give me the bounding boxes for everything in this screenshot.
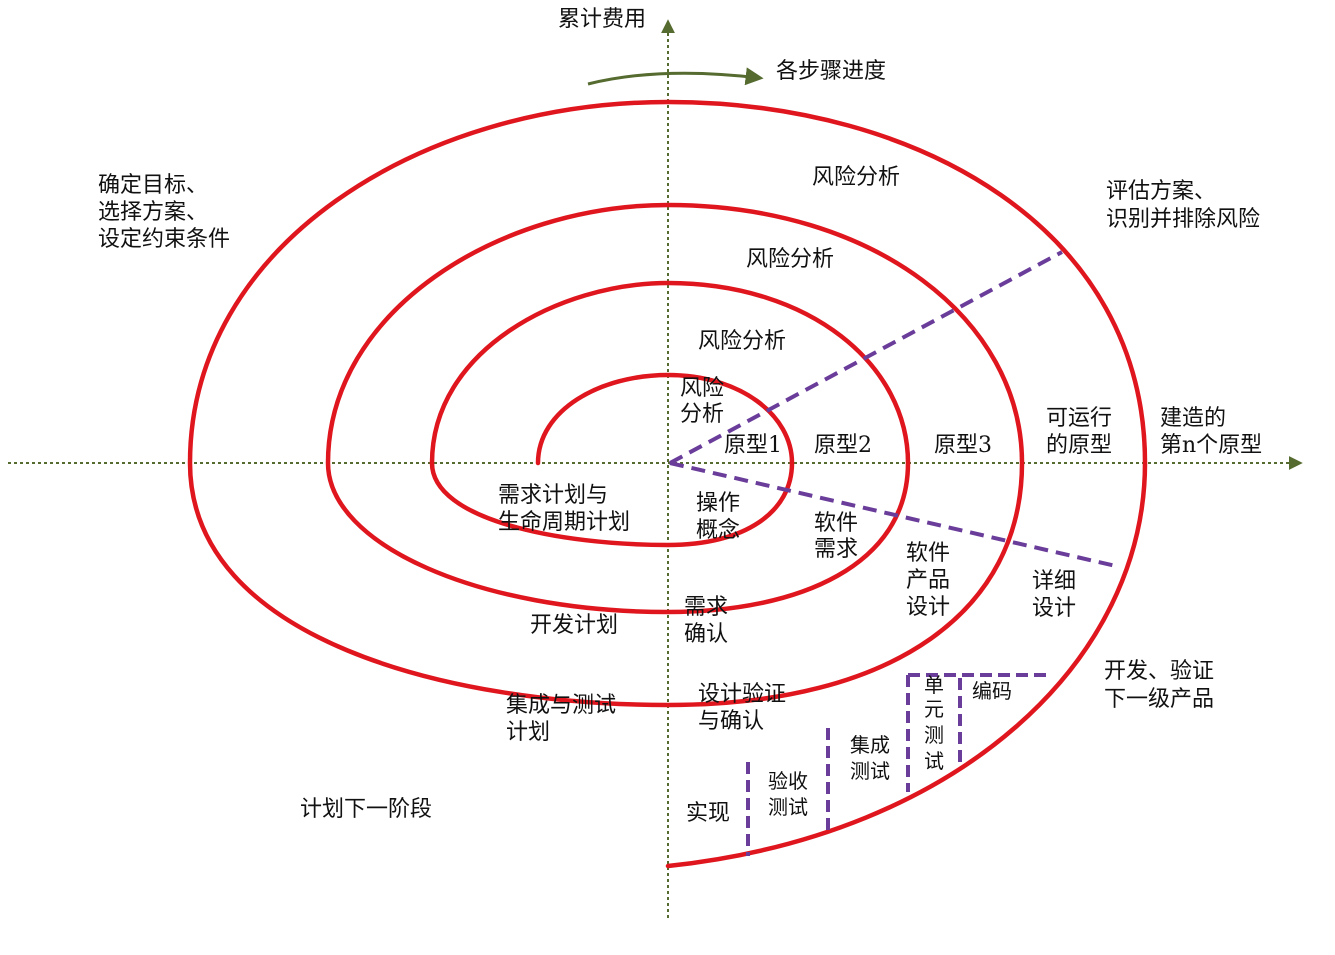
req-validation-line1: 需求 [684,595,728,620]
implementation-label: 实现 [686,801,730,826]
product-design-line2: 产品 [906,568,950,593]
spiral-curve [187,99,1148,869]
integration-plan-line1: 集成与测试 [506,693,616,718]
prototype-3: 原型3 [934,433,992,458]
dashed-line-upper [669,250,1063,465]
req-plan-line2: 生命周期计划 [498,510,630,535]
req-plan-line1: 需求计划与 [498,483,608,508]
coding-label: 编码 [972,679,1012,703]
dashed-line-lower [669,461,1121,569]
unit-test-char3: 测 [924,723,944,747]
quadrant-top-right-line2: 识别并排除风险 [1106,207,1260,232]
detailed-design-line2: 设计 [1032,596,1076,621]
quadrant-top-right-line1: 评估方案、 [1106,179,1216,204]
design-validation-line1: 设计验证 [698,682,786,707]
quadrant-top-left-line3: 设定约束条件 [98,227,230,252]
risk-analysis-innermost-line2: 分析 [680,402,724,427]
quadrant-bottom-right-line1: 开发、验证 [1104,659,1214,684]
concept-line1: 操作 [696,491,740,516]
integration-test-line1: 集成 [850,733,890,757]
unit-test-char4: 试 [924,749,944,773]
acceptance-test-line1: 验收 [768,769,808,793]
unit-test-char2: 元 [924,697,944,721]
y-axis-title: 累计费用 [558,7,646,32]
software-req-line1: 软件 [814,511,858,536]
design-validation-line2: 与确认 [698,709,764,734]
risk-analysis-innermost-line1: 风险 [680,376,724,401]
quadrant-bottom-right-line2: 下一级产品 [1104,687,1214,712]
dev-plan-label: 开发计划 [530,613,618,638]
risk-analysis-inner: 风险分析 [698,329,786,354]
prototype-2: 原型2 [814,433,872,458]
unit-test-char1: 单 [924,673,944,697]
progress-label: 各步骤进度 [776,59,886,84]
dashed-phase-boxes [746,673,1052,856]
product-design-line3: 设计 [906,595,950,620]
detailed-design-line1: 详细 [1032,569,1076,594]
product-design-line1: 软件 [906,541,950,566]
prototype-nth-line2: 第n个原型 [1160,433,1262,458]
prototype-1: 原型1 [724,433,782,458]
prototype-nth-line1: 建造的 [1160,406,1226,431]
progress-arrow [587,67,764,86]
software-req-line2: 需求 [814,537,858,562]
integration-test-line2: 测试 [850,759,890,783]
concept-line2: 概念 [696,518,740,543]
quadrant-bottom-left: 计划下一阶段 [300,797,432,822]
prototype-operational-line1: 可运行 [1046,406,1112,431]
quadrant-top-left-line1: 确定目标、 [98,173,208,198]
prototype-operational-line2: 的原型 [1046,433,1112,458]
acceptance-test-line2: 测试 [768,795,808,819]
req-validation-line2: 确认 [684,622,728,647]
integration-plan-line2: 计划 [506,720,550,745]
risk-analysis-middle: 风险分析 [746,247,834,272]
quadrant-top-left-line2: 选择方案、 [98,200,208,225]
risk-analysis-outer: 风险分析 [812,165,900,190]
